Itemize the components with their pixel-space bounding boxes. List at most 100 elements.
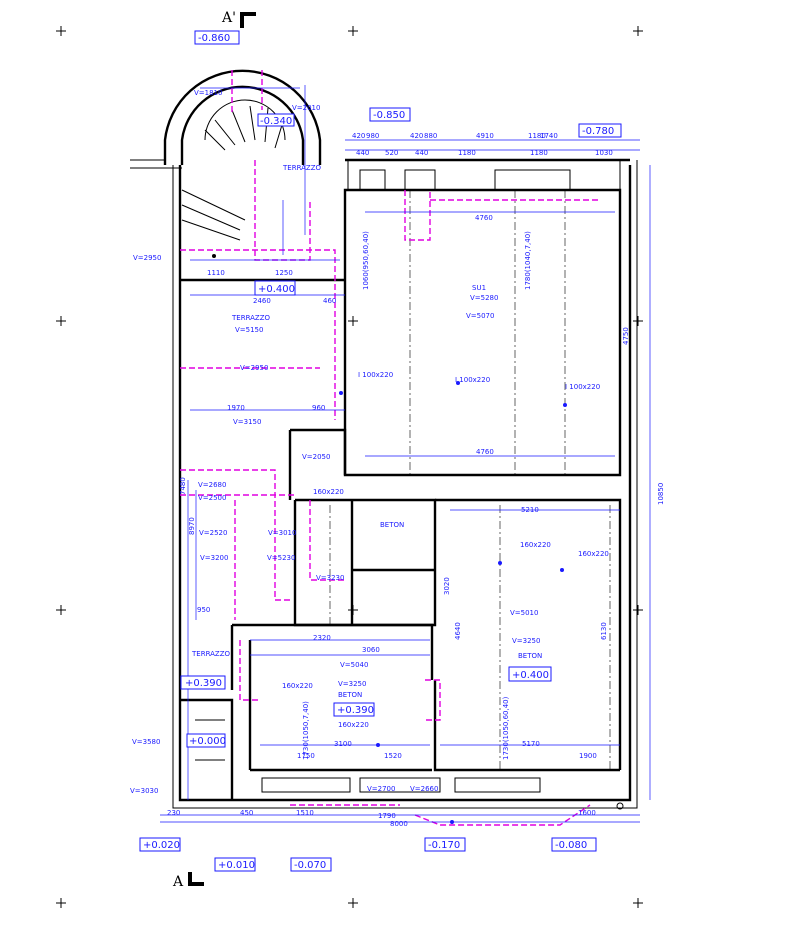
room-label: BETON — [518, 652, 542, 660]
beam-label: 160x220 — [282, 682, 313, 690]
level-box — [578, 123, 622, 138]
room-label: TERRAZZO — [231, 314, 271, 322]
dim-label: 1510 — [296, 809, 314, 817]
room-label: V=5280 — [470, 294, 498, 302]
dim-label: 450 — [240, 809, 253, 817]
beam-label: 160x220 — [313, 488, 344, 496]
room-labels: TERRAZZO TERRAZZO V=5150 V=3150 SU1 V=52… — [130, 89, 542, 795]
dim-label: 4760 — [475, 214, 493, 222]
level-box — [333, 702, 375, 717]
room-label: V=2680 — [198, 481, 226, 489]
level-text: -0.780 — [582, 126, 614, 137]
dim-label: 440 — [415, 149, 428, 157]
level-box — [186, 733, 226, 748]
beam-label: I 100x220 — [455, 376, 490, 384]
section-mark-bottom: A — [172, 874, 184, 890]
dim-label: 1180 — [458, 149, 476, 157]
dim-label: 960 — [312, 404, 325, 412]
room-label: V=2520 — [199, 529, 227, 537]
level-text: +0.020 — [143, 840, 180, 851]
level-box — [194, 30, 240, 45]
room-label: V=3200 — [200, 554, 228, 562]
dim-label: 1730(1050,7,40) — [302, 701, 310, 760]
beam-label: 160x220 — [520, 541, 551, 549]
level-text: +0.010 — [218, 860, 255, 871]
room-label: TERRAZZO — [282, 164, 322, 172]
level-text: +0.400 — [512, 670, 549, 681]
dim-label: 1180 — [530, 149, 548, 157]
room-label: V=3150 — [233, 418, 261, 426]
room-label: BETON — [338, 691, 362, 699]
room-label: V=1810 — [194, 89, 222, 97]
dim-label: 440 — [356, 149, 369, 157]
room-label: V=2950 — [133, 254, 161, 262]
room-label: V=5070 — [466, 312, 494, 320]
dim-label: 1600 — [578, 809, 596, 817]
room-label: V=3010 — [268, 529, 296, 537]
level-box — [214, 857, 256, 872]
level-box — [139, 837, 181, 852]
dim-label: 5210 — [521, 506, 539, 514]
dim-label: 1790 — [378, 812, 396, 820]
room-label: V=5150 — [235, 326, 263, 334]
level-markers: -0.860 -0.340 -0.850 -0.780 +0.400 +0.39… — [139, 30, 622, 872]
beam-label: 160x220 — [338, 721, 369, 729]
dim-label: 5170 — [522, 740, 540, 748]
dim-label: 1180 — [528, 132, 546, 140]
level-box — [180, 675, 226, 690]
dim-label: 1520 — [384, 752, 402, 760]
registration-marks — [56, 26, 643, 908]
level-text: +0.390 — [185, 678, 222, 689]
dim-label: 3020 — [443, 577, 451, 595]
dimension-labels: 420 980 420 880 4910 1180 1740 440 520 4… — [167, 132, 665, 828]
dim-label: 1730(1050,60,40) — [502, 696, 510, 760]
survey-points — [212, 254, 624, 824]
beam-label: I 100x220 — [565, 383, 600, 391]
dim-label: 2320 — [313, 634, 331, 642]
room-label: V=3580 — [132, 738, 160, 746]
room-label: V=2700 — [367, 785, 395, 793]
level-box — [551, 837, 597, 852]
dim-label: 1780(1040,7,40) — [524, 231, 532, 290]
dim-label: 10850 — [657, 483, 665, 505]
dim-label: 7480 — [179, 477, 187, 495]
room-label: V=2010 — [292, 104, 320, 112]
dim-label: 2460 — [253, 297, 271, 305]
dim-label: 3100 — [334, 740, 352, 748]
room-label: V=3250 — [512, 637, 540, 645]
section-arrow-bottom — [188, 872, 204, 886]
level-box — [254, 280, 296, 296]
room-label: V=2660 — [410, 785, 438, 793]
dim-label: 420 — [352, 132, 365, 140]
beam-labels: I 100x220 I 100x220 I 100x220 160x220 16… — [282, 371, 609, 729]
room-label: V=3030 — [130, 787, 158, 795]
dim-label: 460 — [323, 297, 336, 305]
level-box — [257, 113, 295, 127]
level-box — [424, 837, 466, 852]
dim-label: 1970 — [227, 404, 245, 412]
dim-label: 1110 — [207, 269, 225, 277]
room-label: V=5040 — [340, 661, 368, 669]
dim-label: 980 — [366, 132, 379, 140]
beam-axes — [329, 190, 611, 770]
room-label: V=2950 — [240, 364, 268, 372]
dim-label: 8000 — [390, 820, 408, 828]
level-text: +0.400 — [258, 284, 295, 295]
level-text: -0.860 — [198, 33, 230, 44]
level-text: -0.850 — [373, 110, 405, 121]
dim-label: 1250 — [275, 269, 293, 277]
dim-label: 4760 — [476, 448, 494, 456]
dim-label: 880 — [424, 132, 437, 140]
level-text: -0.070 — [294, 860, 326, 871]
beam-label: I 100x220 — [358, 371, 393, 379]
room-label: V=2500 — [198, 494, 226, 502]
level-text: -0.080 — [555, 840, 587, 851]
level-box — [290, 857, 332, 872]
room-label: SU1 — [472, 284, 486, 292]
dim-label: 950 — [197, 606, 210, 614]
level-box — [369, 107, 411, 122]
dim-label: 1060(950,60,40) — [362, 231, 370, 290]
level-text: +0.390 — [337, 705, 374, 716]
dim-label: 4910 — [476, 132, 494, 140]
